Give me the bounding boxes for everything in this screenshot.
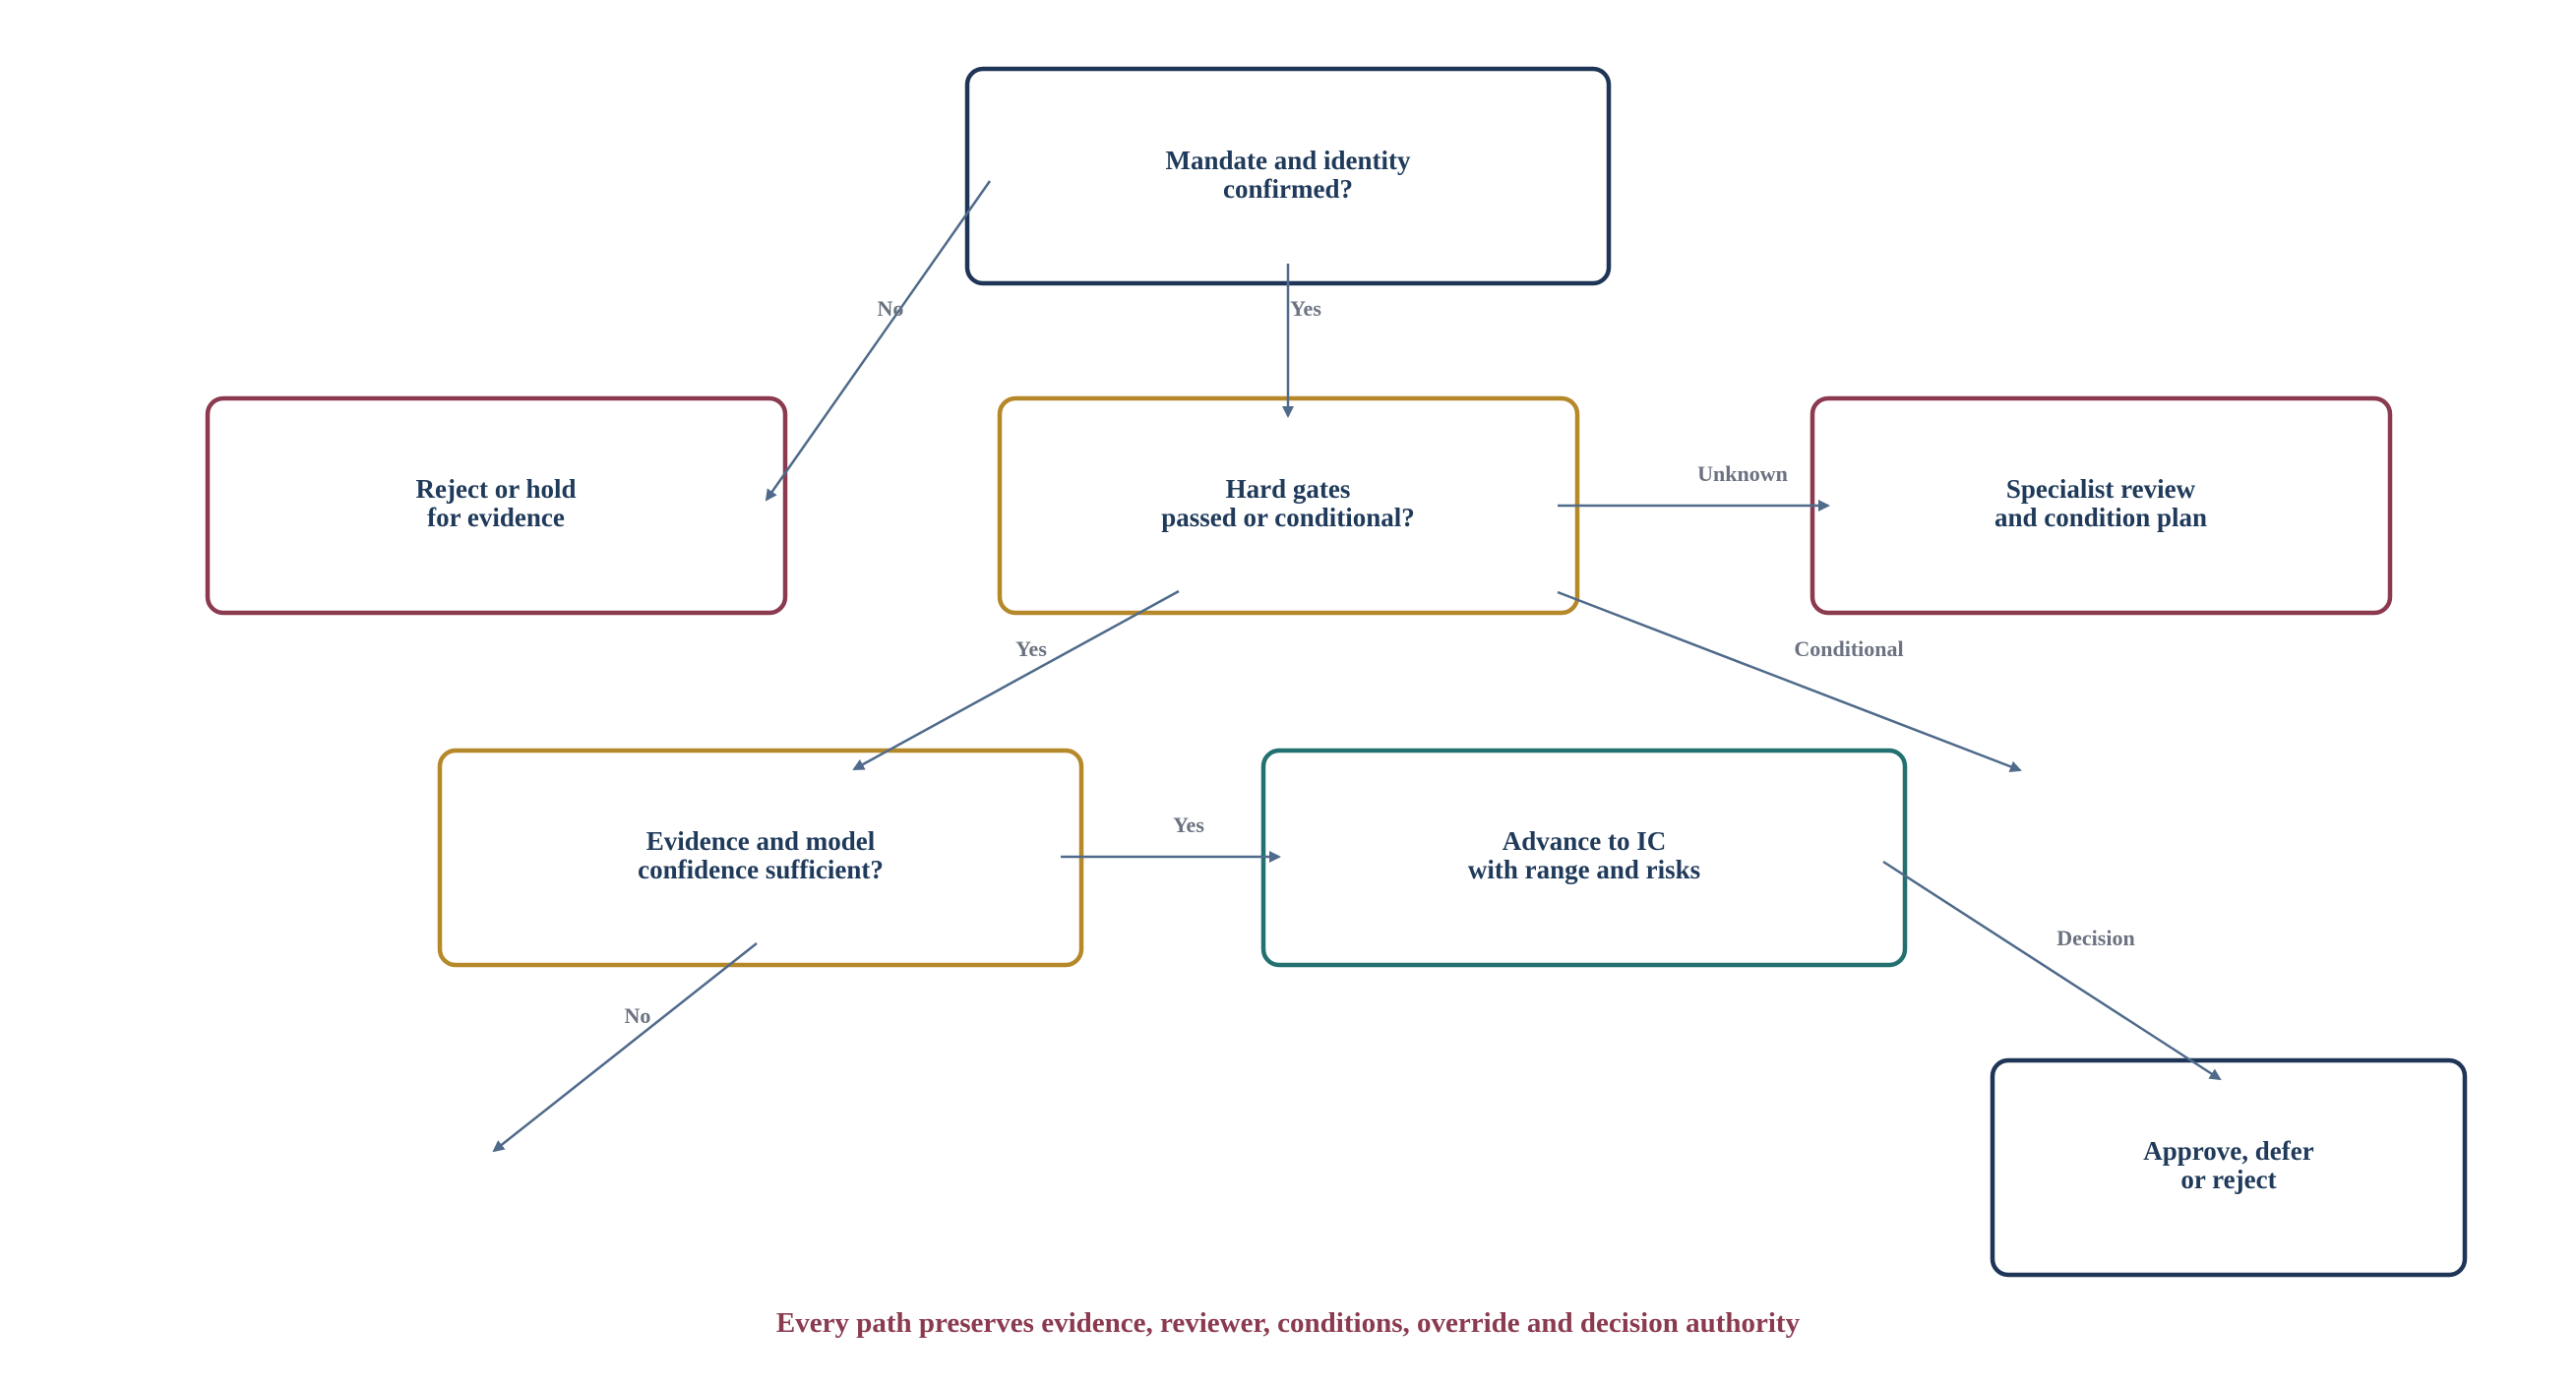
node-specialist-line2: and condition plan [1994, 503, 2207, 532]
node-reject-line2: for evidence [427, 503, 565, 532]
node-gates-line1: Hard gates [1226, 474, 1351, 504]
node-approve-line1: Approve, defer [2143, 1136, 2313, 1166]
edge-advance-decision-arrow [1882, 860, 2222, 1081]
node-gates-line2: passed or conditional? [1161, 503, 1415, 532]
edge-gates-conditional-label: Conditional [1794, 636, 1903, 661]
edge-gates-conditional-arrow [1557, 590, 2022, 773]
node-evidence-line2: confidence sufficient? [638, 855, 884, 884]
node-reject: Reject or hold for evidence [205, 395, 788, 616]
node-mandate: Mandate and identity confirmed? [964, 66, 1612, 286]
edge-mandate-no-arrow [765, 180, 992, 502]
node-advance-line1: Advance to IC [1503, 826, 1667, 856]
node-approve-line2: or reject [2180, 1165, 2276, 1194]
edge-gates-yes-arrow [852, 589, 1180, 771]
edge-advance-decision-label: Decision [2056, 926, 2134, 950]
node-evidence: Evidence and model confidence sufficient… [437, 748, 1084, 968]
footer-note: Every path preserves evidence, reviewer,… [776, 1307, 1801, 1339]
edge-mandate-yes-label: Yes [1290, 296, 1321, 321]
edge-evidence-no-label: No [625, 1003, 651, 1028]
edge-gates-unknown-label: Unknown [1697, 461, 1788, 486]
node-reject-line1: Reject or hold [416, 474, 577, 504]
edge-gates-yes-label: Yes [1015, 636, 1047, 661]
edge-mandate-no-label: No [878, 296, 904, 321]
edge-evidence-no-arrow [492, 942, 758, 1153]
node-specialist-line1: Specialist review [2006, 474, 2196, 504]
node-advance: Advance to IC with range and risks [1260, 748, 1908, 968]
node-gates: Hard gates passed or conditional? [997, 395, 1580, 616]
node-advance-line2: with range and risks [1468, 855, 1700, 884]
node-mandate-line2: confirmed? [1223, 174, 1353, 204]
node-approve: Approve, defer or reject [1990, 1057, 2468, 1278]
node-mandate-line1: Mandate and identity [1165, 146, 1411, 175]
node-evidence-line1: Evidence and model [646, 826, 876, 856]
node-specialist: Specialist review and condition plan [1809, 395, 2393, 616]
edge-evidence-yes-label: Yes [1173, 813, 1204, 837]
